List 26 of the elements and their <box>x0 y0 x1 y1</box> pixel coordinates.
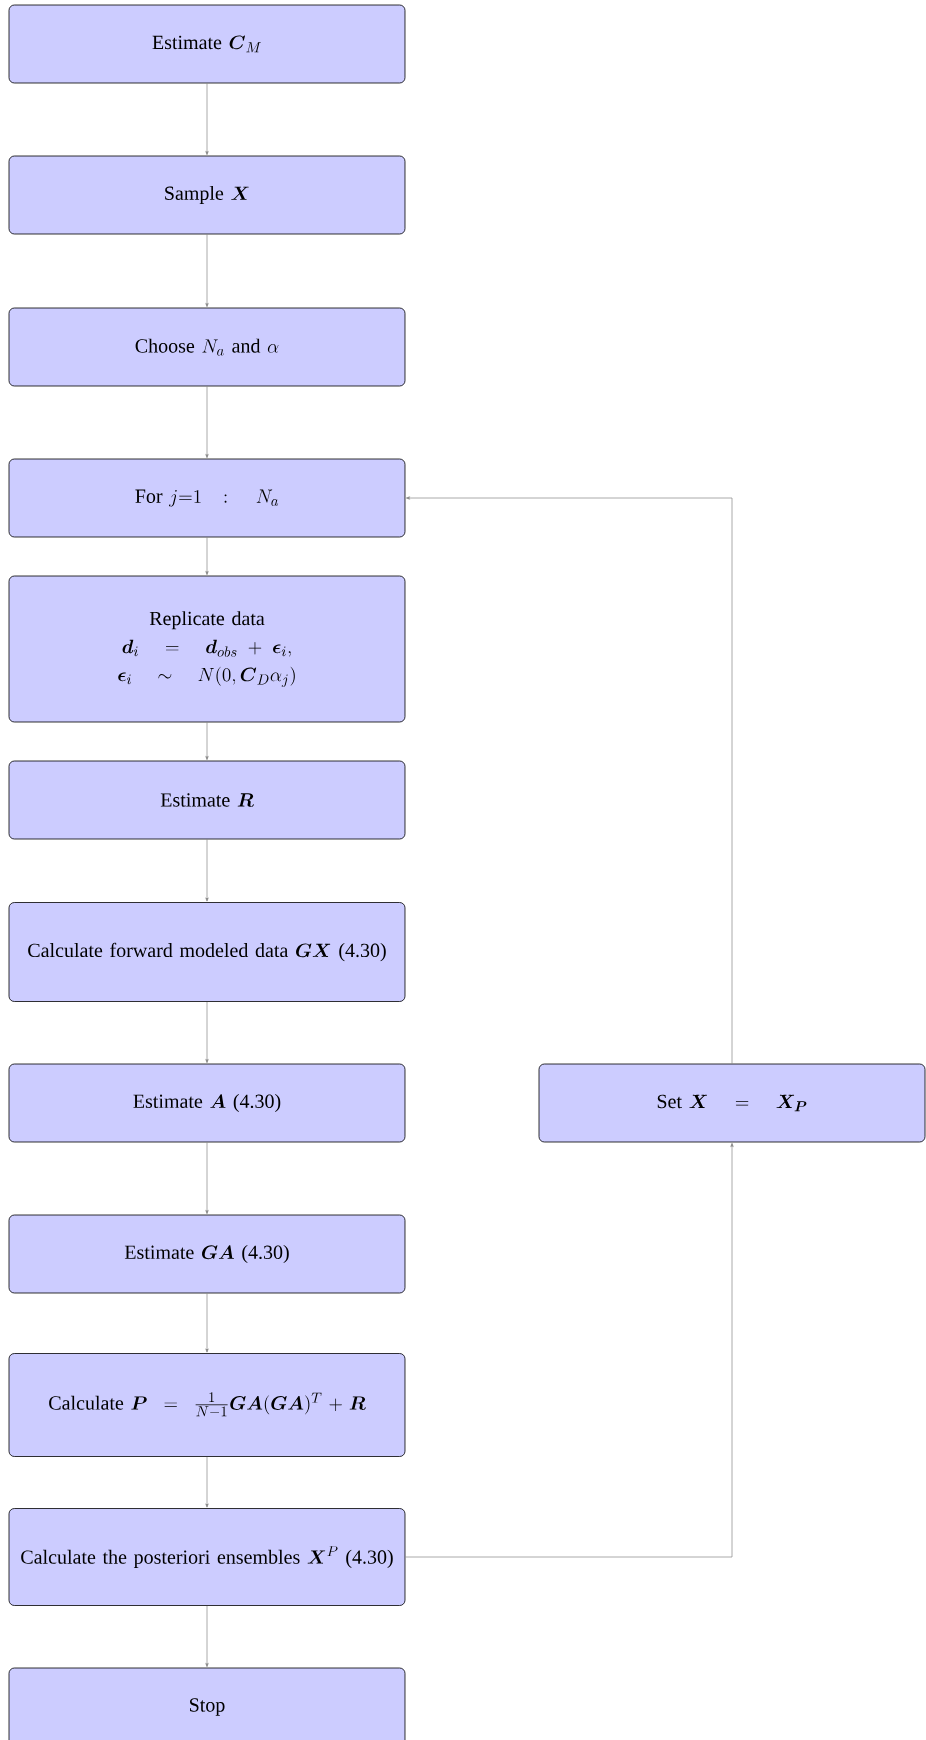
process-box: $\text{Estimate } \boldsymbol{C}_M$ <box>8 4 406 84</box>
process-box: $\text{Set } \boldsymbol{X}\ =\ \boldsymbol{X_P}$ <box>538 1063 926 1143</box>
arrow <box>205 1142 209 1214</box>
arrow <box>205 1001 209 1063</box>
arrow <box>205 234 209 307</box>
arrow <box>205 722 209 760</box>
process-box: $\text{Choose } N_a \text{ and } \alpha$ <box>8 307 406 387</box>
process-box: $\text{Replicate data}$ $\boldsymbol{d}_i\ =\ \boldsymbol{d}_{obs}+\boldsymbol{\epsilon}_i,$ $\boldsymbol{\epsilon}_i\ \sim\ N(0,\boldsymbol{C}_D\alpha_j)$ <box>8 575 406 723</box>
arrow <box>205 83 209 155</box>
arrow <box>405 1143 734 1558</box>
process-box: $\text{Calculate the posteriori}\allowbreak\ \text{ensembles } \boldsymbol{X}^P\ \text{(4.30)}$ <box>8 1508 406 1606</box>
arrow <box>205 1293 209 1353</box>
arrow <box>205 537 209 575</box>
process-box: $\text{Calculate } \boldsymbol{P}\ =\allowbreak\ \frac{1}{N-1}\boldsymbol{GA}(\boldsymbol{GA})^T+\boldsymbol{R}$ <box>8 1353 406 1457</box>
process-box: $\text{Stop}$ <box>8 1667 406 1740</box>
process-box: $\text{Estimate } \boldsymbol{R}$ <box>8 760 406 840</box>
process-box: $\text{For } j{=}1:\ N_a$ <box>8 458 406 538</box>
process-box: $\text{Estimate } \boldsymbol{GA}\ \text{(4.30)}$ <box>8 1214 406 1294</box>
arrow <box>205 386 209 458</box>
process-box: $\text{Estimate } \boldsymbol{A}\ \text{(4.30)}$ <box>8 1063 406 1143</box>
process-box: $\text{Sample } \boldsymbol{X}$ <box>8 155 406 235</box>
arrow <box>205 1605 209 1667</box>
arrow <box>205 1456 209 1508</box>
arrow <box>205 839 209 902</box>
process-box: $\text{Calculate forward modeled data}\allowbreak\ \boldsymbol{GX}\ \text{(4.30)}$ <box>8 902 406 1002</box>
arrow <box>406 496 733 1064</box>
